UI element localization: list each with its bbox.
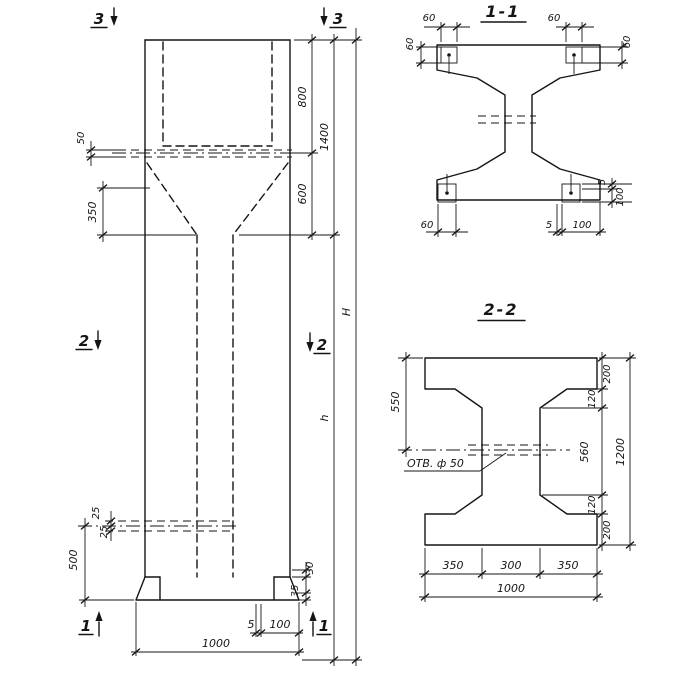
section-marker-2-left: 2 — [79, 332, 89, 350]
section-2-2-dimensions: 550 200 120 560 120 200 1200 — [389, 352, 636, 602]
column-outline — [135, 39, 300, 601]
dim-label-1000: 1000 — [497, 582, 525, 595]
dim-label-5: 5 — [597, 179, 608, 185]
taper-hidden-edge — [146, 162, 198, 236]
dim-label-30: 30 — [305, 562, 316, 575]
hidden-lines — [78, 41, 318, 578]
section-marker-3-right: 3 — [333, 10, 343, 28]
dim-label-60: 60 — [423, 13, 436, 24]
dim-label-H: H — [340, 308, 353, 316]
dim-label-350: 350 — [558, 559, 579, 572]
arrow-down-icon — [320, 16, 328, 26]
dim-label-25b: 25 — [99, 526, 110, 539]
dim-label-1000: 1000 — [202, 637, 230, 650]
taper-hidden-edge — [232, 162, 289, 236]
dim-label-100: 100 — [270, 618, 291, 631]
section-view-2-2: 2-2 ОТВ. ф 50 550 — [389, 300, 636, 602]
dim-label-35: 35 — [290, 585, 301, 598]
foot-slant — [135, 576, 146, 601]
section-1-1-dimensions: 60 60 60 60 60 — [405, 13, 633, 237]
section-marker-2-right: 2 — [317, 336, 327, 354]
anchor-dot — [569, 191, 573, 195]
dim-label-h: h — [318, 414, 331, 421]
foot-slant — [289, 576, 300, 601]
arrow-up-icon — [95, 611, 103, 621]
dim-label-60: 60 — [622, 36, 633, 49]
section-marker-3-left: 3 — [94, 10, 104, 28]
dim-label-1200: 1200 — [614, 438, 627, 466]
dim-label-60: 60 — [548, 13, 561, 24]
dim-label-200: 200 — [602, 520, 613, 539]
anchor-dot — [445, 191, 449, 195]
elevation-view: 50 350 25 25 500 800 600 1400 h H 30 35 … — [67, 7, 362, 666]
dim-label-25a: 25 — [91, 507, 102, 520]
elevation-dim-labels: 50 350 25 25 500 800 600 1400 h H 30 35 … — [67, 87, 353, 651]
dim-label-5: 5 — [546, 220, 552, 231]
dim-label-800: 800 — [296, 87, 309, 108]
arrow-down-icon — [110, 16, 118, 26]
arrow-down-icon — [94, 340, 102, 350]
dim-label-120: 120 — [587, 495, 598, 514]
arrow-down-icon — [306, 342, 314, 352]
section-outline — [424, 357, 598, 546]
dim-label-350: 350 — [443, 559, 464, 572]
dim-label-1400: 1400 — [318, 123, 331, 151]
embedded-plates — [437, 46, 583, 203]
section-marker-1-right: 1 — [319, 617, 329, 635]
dim-label-60: 60 — [421, 220, 434, 231]
dim-label-200: 200 — [602, 364, 613, 383]
dim-label-560: 560 — [578, 442, 591, 463]
dim-label-120: 120 — [587, 389, 598, 408]
dim-label-500: 500 — [67, 550, 80, 571]
dim-label-100: 100 — [572, 220, 591, 231]
dim-label-5: 5 — [248, 618, 255, 631]
dim-label-60: 60 — [405, 38, 416, 51]
section-1-1-title: 1-1 — [486, 2, 521, 21]
dim-label-350: 350 — [86, 202, 99, 223]
dim-label-50: 50 — [76, 132, 87, 145]
dim-label-300: 300 — [501, 559, 522, 572]
section-outline — [436, 44, 601, 201]
section-2-2-title: 2-2 — [484, 300, 519, 319]
anchor-dot — [447, 53, 451, 57]
section-markers: 3 3 2 2 1 1 — [75, 7, 347, 637]
dim-label-600: 600 — [296, 184, 309, 205]
hole-callout: ОТВ. ф 50 — [404, 452, 507, 472]
leader-line — [479, 452, 507, 472]
elevation-dimensions — [79, 28, 362, 666]
section-view-1-1: 1-1 60 — [405, 2, 633, 237]
anchor-dot — [572, 53, 576, 57]
arrow-up-icon — [309, 611, 317, 621]
section-marker-1-left: 1 — [81, 617, 91, 635]
hole-label: ОТВ. ф 50 — [407, 457, 464, 470]
dim-label-100: 100 — [615, 187, 626, 206]
dim-label-550: 550 — [389, 392, 402, 413]
